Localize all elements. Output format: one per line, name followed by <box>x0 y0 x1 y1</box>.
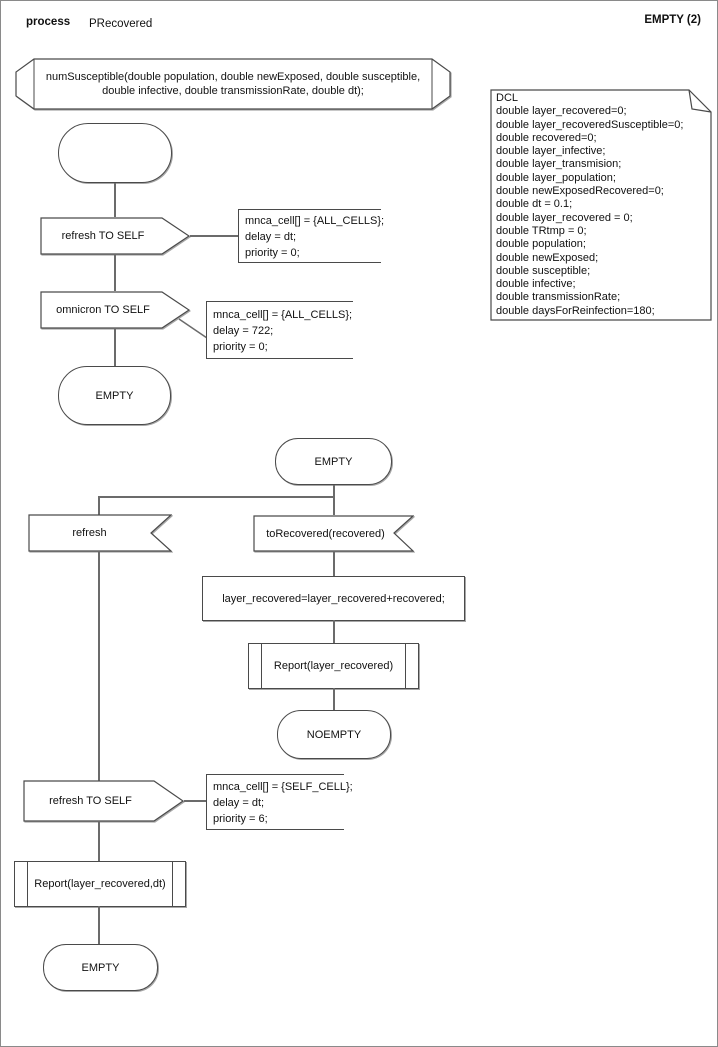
connector <box>184 800 206 802</box>
connector <box>98 906 100 945</box>
connector <box>190 235 238 237</box>
procedure-report-label: Report(layer_recovered) <box>273 660 394 672</box>
connector <box>114 328 116 366</box>
task-assign-layer-recovered: layer_recovered=layer_recovered+recovere… <box>202 576 465 621</box>
connector <box>98 551 100 781</box>
connector <box>98 496 100 515</box>
input-torecovered-shape: toRecovered(recovered) <box>253 515 414 552</box>
start-state-shape <box>58 123 172 183</box>
state-empty-label: EMPTY <box>81 961 120 974</box>
state-empty-shape: EMPTY <box>275 438 392 485</box>
output-refresh-to-self-label: refresh TO SELF <box>61 230 145 242</box>
process-kind-label: process <box>26 16 71 28</box>
connector <box>114 254 116 291</box>
procedure-bar <box>172 862 173 906</box>
state-empty-label: EMPTY <box>314 455 353 468</box>
state-noempty-shape: NOEMPTY <box>277 710 391 759</box>
connector <box>114 183 116 217</box>
signal-parameters-callout: mnca_cell[] = {ALL_CELLS}; delay = dt; p… <box>238 209 384 263</box>
connector <box>333 620 335 644</box>
connector <box>333 688 335 711</box>
process-name: PRecovered <box>89 18 153 30</box>
connector <box>98 821 100 861</box>
state-empty-shape: EMPTY <box>43 944 158 991</box>
procedure-declaration-text: numSusceptible(double population, double… <box>45 71 421 97</box>
output-refresh-to-self-shape: refresh TO SELF <box>23 780 184 822</box>
procedure-report-dt-label: Report(layer_recovered,dt) <box>34 878 166 890</box>
procedure-declaration-shape: numSusceptible(double population, double… <box>15 58 451 110</box>
connector-diagonal <box>177 315 209 341</box>
state-empty-shape: EMPTY <box>58 366 171 425</box>
output-refresh-to-self-shape: refresh TO SELF <box>40 217 190 255</box>
connector <box>98 496 335 498</box>
output-omnicron-to-self-shape: omnicron TO SELF <box>40 291 190 329</box>
procedure-bar <box>405 644 406 688</box>
input-torecovered-label: toRecovered(recovered) <box>266 527 385 540</box>
signal-parameters-callout: mnca_cell[] = {SELF_CELL}; delay = dt; p… <box>206 774 353 830</box>
page-number-label: EMPTY (2) <box>644 14 701 26</box>
output-omnicron-to-self-label: omnicron TO SELF <box>56 304 150 316</box>
procedure-report-dt-shape: Report(layer_recovered,dt) <box>14 861 186 907</box>
procedure-bar <box>27 862 28 906</box>
signal-parameters-callout: mnca_cell[] = {ALL_CELLS}; delay = 722; … <box>206 301 353 359</box>
procedure-bar <box>261 644 262 688</box>
state-noempty-label: NOEMPTY <box>306 728 362 741</box>
dcl-declaration-note: DCL double layer_recovered=0; double lay… <box>490 89 712 321</box>
input-refresh-shape: refresh <box>28 514 172 552</box>
connector <box>333 485 335 515</box>
connector <box>333 551 335 577</box>
state-empty-label: EMPTY <box>95 389 134 402</box>
output-refresh-to-self-label: refresh TO SELF <box>49 795 132 807</box>
dcl-text-block: DCL double layer_recovered=0; double lay… <box>496 92 684 317</box>
input-refresh-label: refresh <box>72 527 107 539</box>
task-label: layer_recovered=layer_recovered+recovere… <box>222 592 445 605</box>
procedure-report-shape: Report(layer_recovered) <box>248 643 419 689</box>
